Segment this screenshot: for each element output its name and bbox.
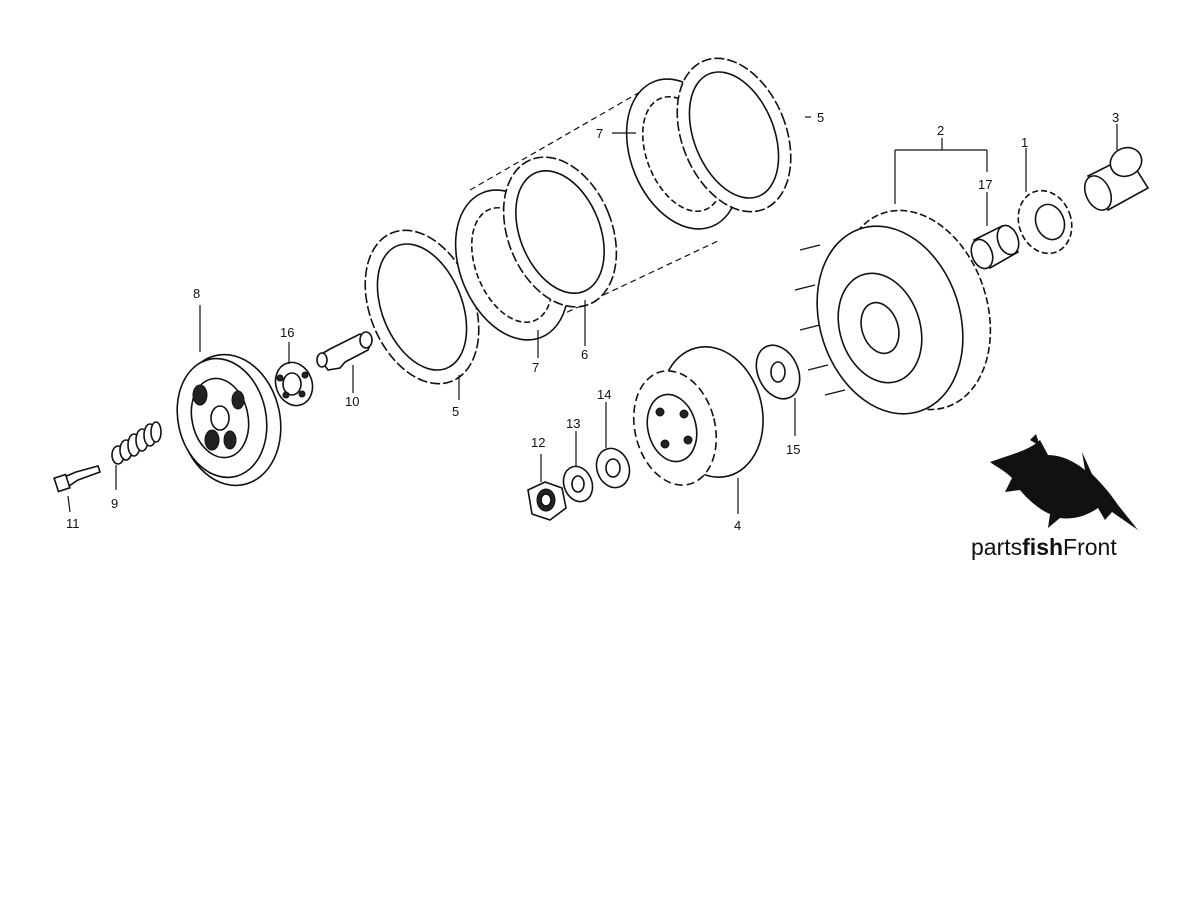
part-3-guide-sleeve[interactable] xyxy=(1080,124,1150,214)
part-11-bolt[interactable] xyxy=(53,465,102,513)
part-9-spring[interactable] xyxy=(111,421,162,490)
label-part-14: 14 xyxy=(597,387,611,402)
part-8-pressure-plate[interactable] xyxy=(166,305,292,495)
part-4-clutch-center[interactable] xyxy=(622,336,776,514)
label-part-11: 11 xyxy=(66,516,80,531)
label-part-1: 1 xyxy=(1021,135,1028,150)
label-part-12: 12 xyxy=(531,435,545,450)
label-part-4: 4 xyxy=(734,518,741,533)
label-part-9: 9 xyxy=(111,496,118,511)
brand-fish: fish xyxy=(1022,534,1064,560)
label-part-13: 13 xyxy=(566,416,580,431)
part-12-lock-nut[interactable] xyxy=(527,454,567,521)
part-5-friction-disc-rear[interactable] xyxy=(656,41,812,228)
part-17-needle-bearing[interactable] xyxy=(967,192,1022,272)
label-part-2: 2 xyxy=(937,123,944,138)
label-part-7-front: 7 xyxy=(596,126,603,141)
label-part-6: 6 xyxy=(581,347,588,362)
label-part-10: 10 xyxy=(345,394,359,409)
assembly-guide-lines xyxy=(469,91,721,326)
label-part-17: 17 xyxy=(978,177,992,192)
part-2-clutch-outer-housing[interactable] xyxy=(794,138,1015,433)
label-part-5-front: 5 xyxy=(452,404,459,419)
part-6-friction-disc[interactable] xyxy=(483,140,638,346)
partsfish-brand-wordmark: partsfishFront xyxy=(971,534,1117,561)
part-1-drive-collar[interactable] xyxy=(1010,148,1081,261)
callout-labels: 1 2 3 4 5 5 6 7 7 8 9 10 11 12 13 14 15 … xyxy=(66,110,1119,533)
part-15-thrust-washer[interactable] xyxy=(748,338,808,436)
part-14-washer[interactable] xyxy=(591,402,635,492)
part-5-friction-disc-front[interactable] xyxy=(344,213,500,400)
part-10-lifter-rod[interactable] xyxy=(316,331,374,393)
part-13-washer[interactable] xyxy=(559,431,598,506)
part-16-bearing[interactable] xyxy=(270,342,319,411)
brand-front: Front xyxy=(1063,534,1117,560)
label-part-3: 3 xyxy=(1112,110,1119,125)
label-part-16: 16 xyxy=(280,325,294,340)
label-part-7-rear: 7 xyxy=(532,360,539,375)
label-part-5-rear: 5 xyxy=(817,110,824,125)
label-part-15: 15 xyxy=(786,442,800,457)
swordfish-logo-icon xyxy=(990,434,1138,530)
label-part-8: 8 xyxy=(193,286,200,301)
brand-parts: parts xyxy=(971,534,1023,560)
